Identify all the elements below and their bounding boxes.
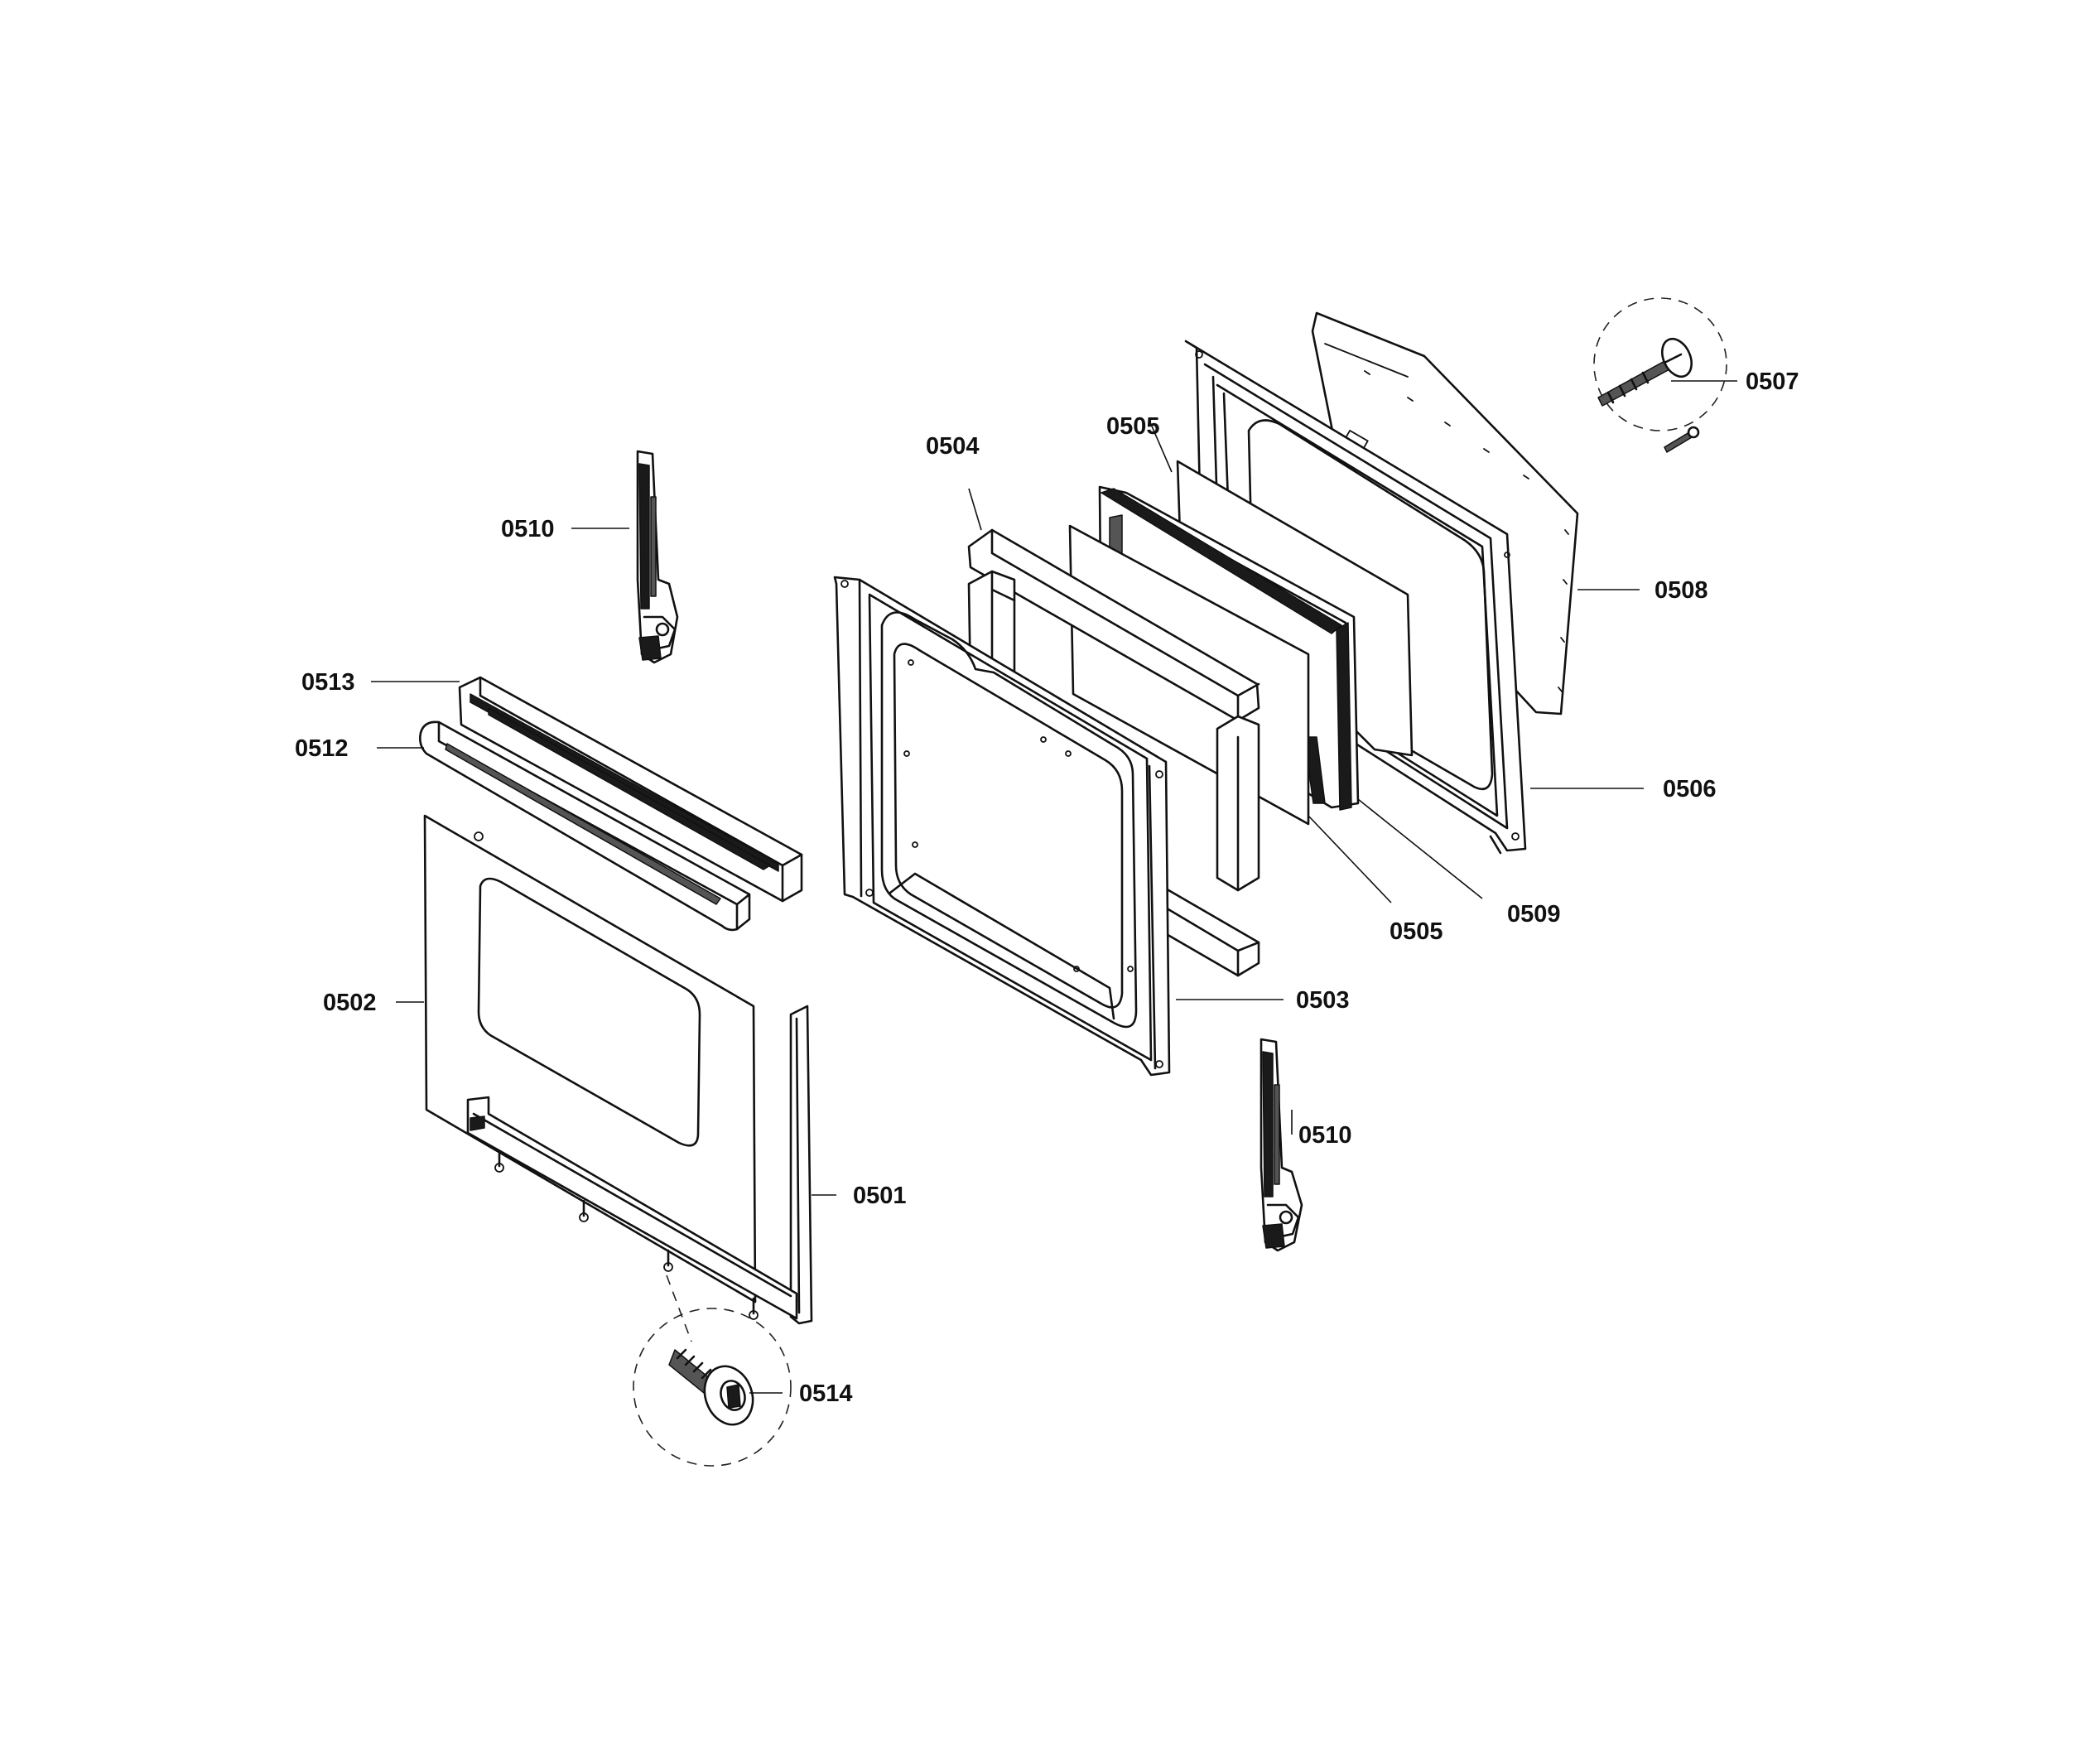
label-0510-bottom: 0510 [1298, 1122, 1352, 1149]
label-0509: 0509 [1507, 901, 1561, 928]
label-0506: 0506 [1663, 776, 1717, 802]
part-0502-outer-door-panel [423, 814, 757, 1303]
label-0505-bottom: 0505 [1390, 918, 1443, 945]
part-0501-door-frame [466, 1005, 813, 1325]
part-0510-hinge-left [636, 450, 679, 664]
label-0508: 0508 [1654, 577, 1708, 604]
part-0512-handle [419, 720, 751, 932]
label-0504: 0504 [926, 433, 980, 460]
label-0512: 0512 [295, 735, 349, 762]
label-0513: 0513 [301, 669, 355, 696]
label-0510-top: 0510 [501, 516, 555, 542]
label-0501: 0501 [853, 1183, 907, 1209]
label-0502: 0502 [323, 990, 377, 1016]
part-0513-handle-trim [458, 676, 803, 903]
part-0510-hinge-right [1260, 1038, 1303, 1252]
part-0503-inner-liner [833, 576, 1171, 1077]
callout-labels: 0507 0508 0506 0505 0504 0503 0505 0509 … [295, 369, 1799, 1407]
label-0503: 0503 [1296, 987, 1350, 1014]
label-0505-top: 0505 [1106, 413, 1160, 440]
part-0514-screw-detail [633, 1275, 792, 1467]
part-0507-bolt-detail [1593, 297, 1727, 453]
label-0507: 0507 [1746, 369, 1799, 395]
label-0514: 0514 [799, 1381, 853, 1407]
leader-lines [371, 380, 1737, 1394]
